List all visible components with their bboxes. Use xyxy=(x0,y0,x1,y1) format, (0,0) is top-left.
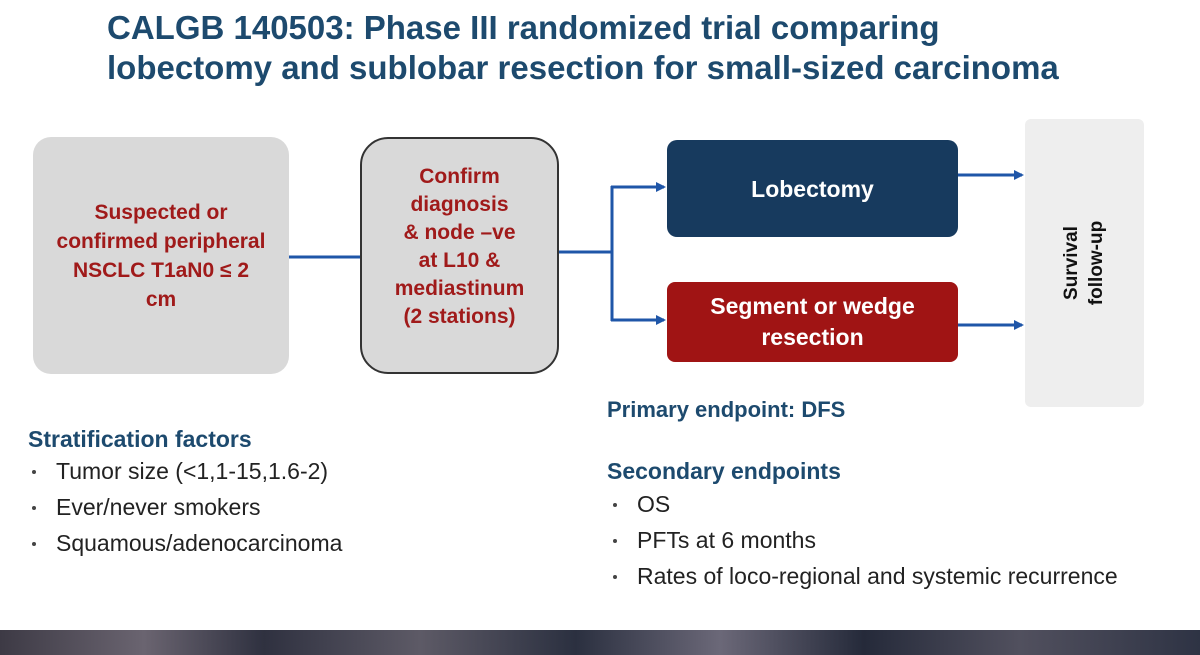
confirm-box-line-2: diagnosis xyxy=(410,193,509,216)
secondary-endpoints-heading: Secondary endpoints xyxy=(607,458,841,484)
confirm-box-line-6: (2 stations) xyxy=(403,305,516,328)
survival-follow-up-box: Survival follow-up xyxy=(1025,119,1144,407)
survival-label-line-1: Survival xyxy=(1061,226,1083,300)
input-population-box: Suspected or confirmed peripheral NSCLC … xyxy=(33,137,289,374)
confirm-box-line-5: mediastinum xyxy=(394,277,525,300)
title-line-1: CALGB 140503: Phase III randomized trial… xyxy=(107,9,940,46)
primary-endpoint: Primary endpoint: DFS xyxy=(607,397,846,422)
segment-label-line-1: Segment or wedge xyxy=(710,293,915,319)
footer-image-band xyxy=(0,630,1200,655)
lobectomy-arm-box: Lobectomy xyxy=(667,140,958,237)
list-item: Squamous/adenocarcinoma xyxy=(28,528,342,564)
stratification-list: Tumor size (<1,1-15,1.6-2) Ever/never sm… xyxy=(28,456,342,564)
input-box-line-3: NSCLC T1aN0 ≤ 2 xyxy=(72,258,250,282)
lobectomy-label: Lobectomy xyxy=(751,175,874,202)
input-box-line-4: cm xyxy=(145,287,177,311)
input-box-line-1: Suspected or xyxy=(94,200,228,224)
title-line-2: lobectomy and sublobar resection for sma… xyxy=(107,49,1059,86)
slide-title: CALGB 140503: Phase III randomized trial… xyxy=(107,8,1187,88)
list-item: PFTs at 6 months xyxy=(609,525,1118,561)
list-item: OS xyxy=(609,489,1118,525)
stratification-heading: Stratification factors xyxy=(28,426,252,452)
segment-label-line-2: resection xyxy=(761,324,864,350)
confirm-diagnosis-box: Confirm diagnosis & node –ve at L10 & me… xyxy=(360,137,559,374)
confirm-box-line-1: Confirm xyxy=(419,165,500,188)
segment-wedge-arm-box: Segment or wedge resection xyxy=(667,282,958,362)
confirm-box-line-3: & node –ve xyxy=(403,221,516,244)
list-item: Rates of loco-regional and systemic recu… xyxy=(609,561,1118,597)
survival-label-line-2: follow-up xyxy=(1086,220,1108,306)
confirm-box-line-4: at L10 & xyxy=(418,249,501,272)
secondary-endpoints-list: OS PFTs at 6 months Rates of loco-region… xyxy=(609,489,1118,597)
input-box-line-2: confirmed peripheral xyxy=(56,229,266,253)
list-item: Tumor size (<1,1-15,1.6-2) xyxy=(28,456,342,492)
list-item: Ever/never smokers xyxy=(28,492,342,528)
